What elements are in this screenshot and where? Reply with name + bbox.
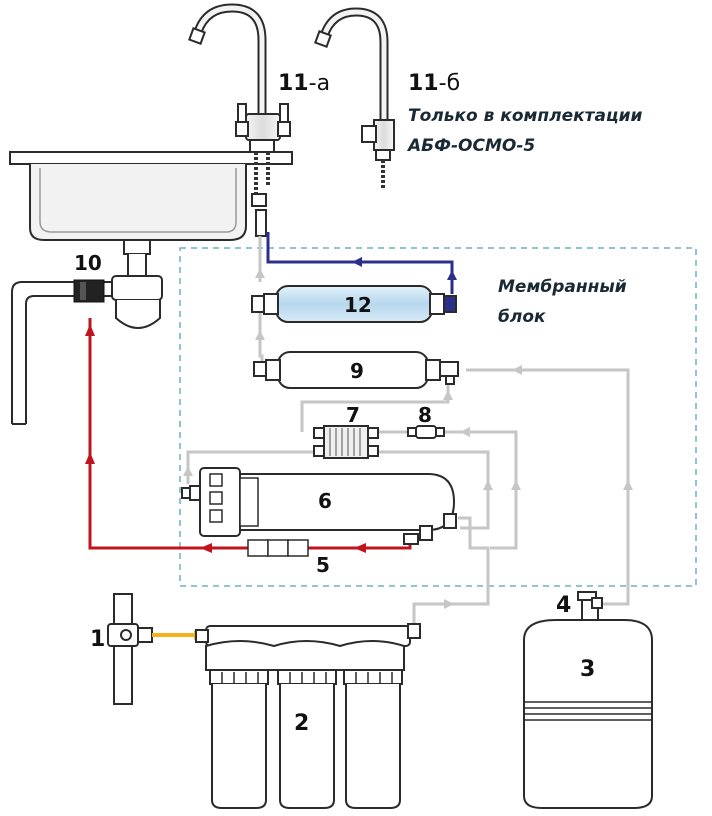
label-11b-number: 11 bbox=[408, 71, 439, 96]
label-11a-number: 11 bbox=[278, 71, 309, 96]
sink bbox=[9, 151, 293, 425]
membrane-block-label-2: блок bbox=[498, 307, 546, 327]
tank-valve-4 bbox=[577, 591, 603, 621]
label-12: 12 bbox=[344, 293, 372, 317]
post-filter-9 bbox=[253, 351, 459, 389]
faucet-11b bbox=[314, 7, 395, 188]
pure-water-line bbox=[266, 232, 457, 294]
post-filter-12 bbox=[251, 285, 457, 323]
feed-tap-1 bbox=[107, 593, 204, 705]
membrane-block-label-1: Мембранный bbox=[498, 277, 627, 297]
shutoff-valve-7 bbox=[313, 425, 379, 459]
label-10: 10 bbox=[74, 251, 102, 275]
storage-tank-3 bbox=[523, 619, 653, 809]
label-4: 4 bbox=[556, 593, 571, 618]
gray-arrows bbox=[183, 268, 633, 609]
label-6: 6 bbox=[318, 489, 332, 513]
label-7: 7 bbox=[346, 403, 360, 427]
label-11b: 11-б bbox=[408, 71, 460, 96]
label-11a: 11-а bbox=[278, 71, 330, 96]
label-11a-suffix: -а bbox=[309, 71, 330, 96]
flow-restrictor-5 bbox=[247, 539, 309, 557]
label-1: 1 bbox=[90, 627, 105, 652]
note-line-1: Только в комплектации bbox=[408, 106, 643, 126]
label-3: 3 bbox=[580, 657, 595, 682]
label-5: 5 bbox=[316, 553, 330, 577]
label-8: 8 bbox=[418, 403, 432, 427]
note-line-2: АБФ-ОСМО-5 bbox=[406, 136, 535, 156]
prefilter-block-2 bbox=[195, 623, 421, 809]
membrane-housing-6 bbox=[181, 467, 457, 545]
faucet-11a bbox=[188, 3, 291, 237]
label-2: 2 bbox=[294, 711, 309, 736]
membrane-block-frame bbox=[179, 247, 697, 587]
check-valve-8 bbox=[407, 425, 445, 439]
label-9: 9 bbox=[350, 359, 364, 383]
label-11b-suffix: -б bbox=[439, 71, 461, 96]
